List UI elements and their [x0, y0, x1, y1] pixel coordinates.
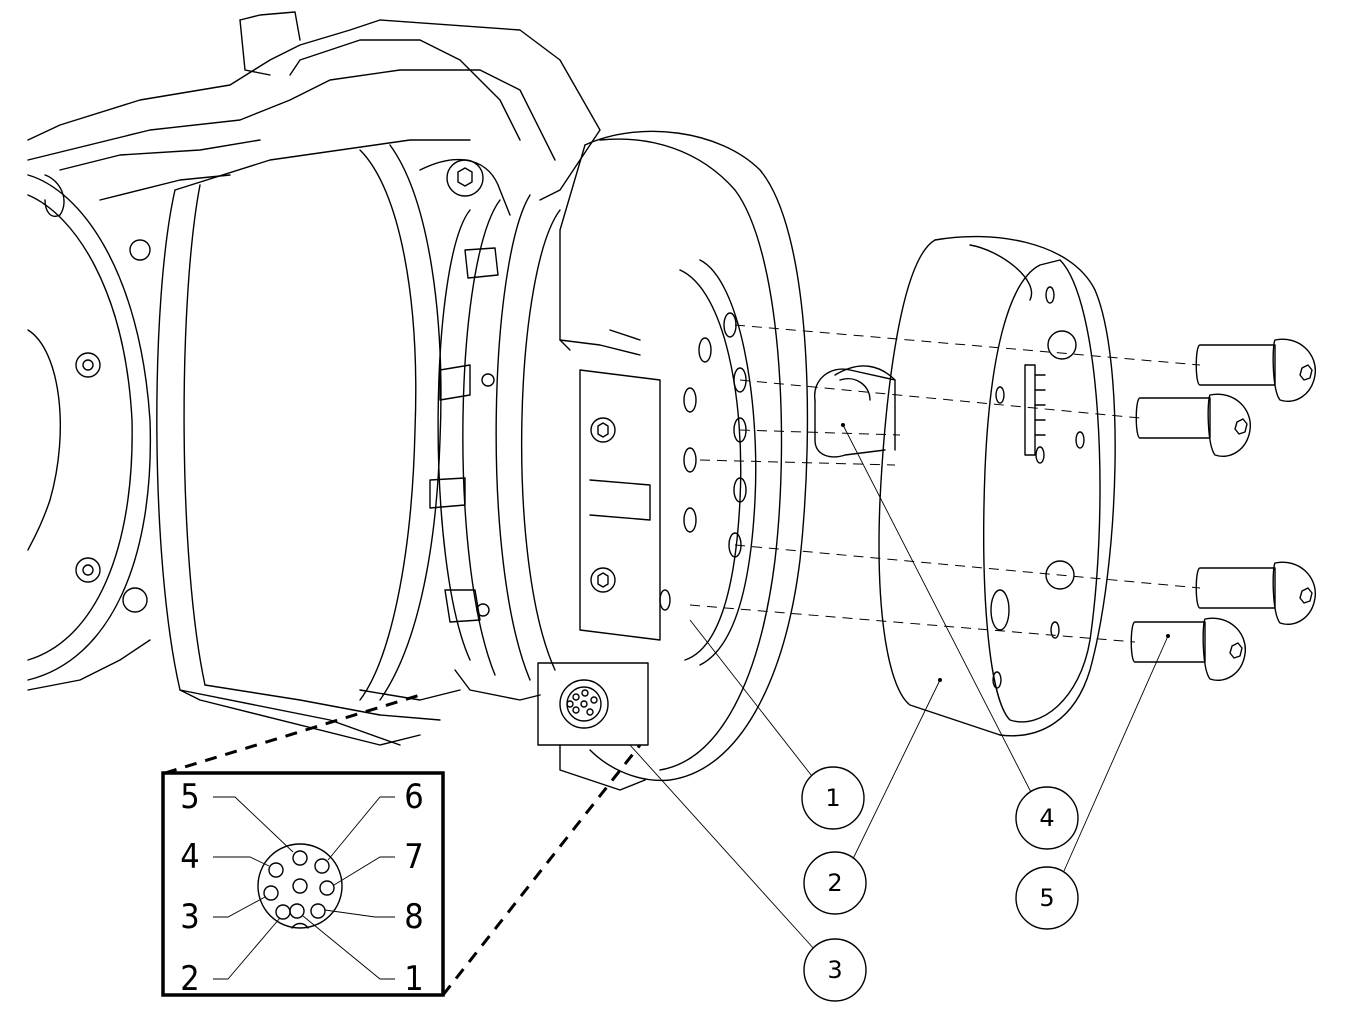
pin-8-dot [310, 903, 326, 919]
callout-4-label: 4 [1039, 804, 1054, 832]
callout-2-label: 2 [827, 869, 842, 897]
pin-7-dot [319, 880, 335, 896]
pin-4-dot [268, 862, 284, 878]
detail-zoom-lines [164, 693, 642, 996]
pin-center-dot [292, 878, 308, 894]
callout-4: 4 [1015, 786, 1079, 850]
connector-pinout-detail: 5 4 3 2 6 7 8 1 [161, 771, 445, 999]
pin-label-4: 4 [180, 837, 199, 877]
adapter-flange [537, 130, 809, 791]
callout-3-label: 3 [827, 956, 842, 984]
callout-5: 5 [1015, 866, 1079, 930]
alignment-pin [814, 365, 896, 458]
screws [1130, 338, 1316, 681]
pin-label-7: 7 [404, 837, 423, 877]
pin-3-dot [263, 885, 279, 901]
pin-label-2: 2 [180, 959, 199, 999]
pin-label-1: 1 [404, 959, 423, 999]
robot-arm-body [27, 11, 601, 746]
pin-label-6: 6 [404, 777, 423, 817]
callout-2: 2 [803, 851, 867, 915]
pin-label-5: 5 [180, 777, 199, 817]
callout-1: 1 [801, 766, 865, 830]
callout-3: 3 [803, 938, 867, 1002]
assembly-lines [689, 324, 1201, 643]
pin-6-dot [314, 858, 330, 874]
pin-label-8: 8 [404, 897, 423, 937]
tool-flange-disk [878, 235, 1116, 737]
pin-2-dot [275, 904, 291, 920]
callout-5-label: 5 [1039, 884, 1054, 912]
pin-5-dot [292, 850, 308, 866]
pin-label-3: 3 [180, 897, 199, 937]
callout-1-label: 1 [825, 784, 840, 812]
leader-lines [629, 424, 1169, 951]
